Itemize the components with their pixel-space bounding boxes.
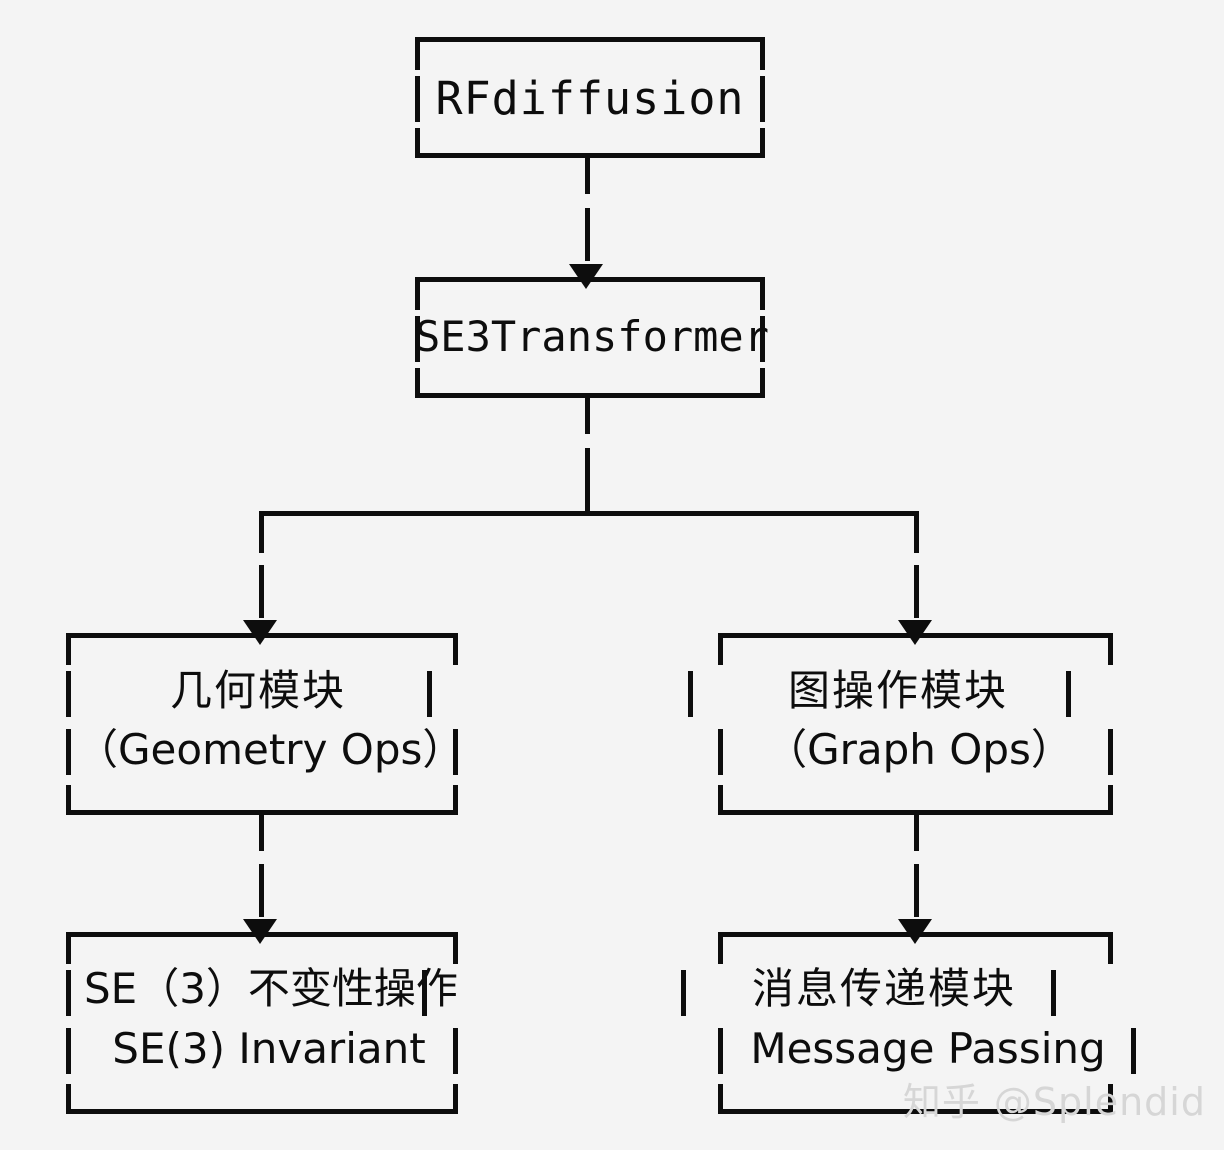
edge-arrowhead-icon [898,620,932,645]
node-geometry-ops-row1-pipe-left [66,671,71,717]
node-se3transformer-border-right-top [760,277,765,310]
node-se3-invariant-label-cn: SE（3）不变性操作 [84,964,458,1013]
node-geometry-ops-border-right-bottom [453,785,458,815]
node-se3-invariant-border-left-top [66,932,71,964]
node-se3-invariant-row1-pipe-right [422,970,427,1016]
edge-dash-1 [914,511,919,553]
edge-dash-1 [585,158,590,194]
node-graph-ops-row1-pipe-right [1066,671,1071,717]
edge-dash-1 [259,815,264,851]
node-geometry-ops-border-top [66,633,458,638]
node-rfdiffusion-border-left-top [415,37,420,70]
node-geometry-ops-label-cn: 几何模块 [169,666,346,715]
node-message-passing-border-right-bottom [1108,1084,1113,1114]
node-rfdiffusion-row-pipe-left [415,76,420,122]
edge-arrowhead-icon [898,919,932,944]
node-se3transformer-border-bottom [415,393,765,398]
node-se3transformer-row-pipe-left [415,316,420,362]
edge-dash-2 [914,864,919,917]
node-se3transformer-border-left-bottom [415,368,420,398]
node-geometry-ops-border-left-bottom [66,785,71,815]
node-graph-ops-row2-pipe-right [1108,729,1113,775]
edge-arrowhead-icon [569,264,603,289]
node-message-passing-label-en: Message Passing [750,1024,1106,1073]
edge-arrowhead-icon [243,919,277,944]
node-graph-ops-border-bottom [718,810,1113,815]
node-graph-ops-row1-pipe-left [688,671,693,717]
node-message-passing-row2-pipe-right [1131,1028,1136,1074]
node-message-passing-row1-pipe-left [681,970,686,1016]
node-rfdiffusion-border-left-bottom [415,128,420,158]
edge-dash-2 [259,565,264,618]
node-se3-invariant-border-right-top [453,932,458,964]
node-message-passing-border-bottom [718,1109,1113,1114]
edge-dash-2 [914,565,919,618]
edge-branch-bar [259,511,919,516]
node-rfdiffusion-border-bottom [415,153,765,158]
node-se3transformer-label: SE3Transformer [415,312,770,361]
node-rfdiffusion-border-right-bottom [760,128,765,158]
node-se3transformer-border-right-bottom [760,368,765,398]
node-geometry-ops-row2-pipe-left [66,729,71,775]
node-message-passing-label-cn: 消息传递模块 [751,964,1016,1013]
node-geometry-ops-border-left-top [66,633,71,665]
node-graph-ops-border-left-bottom [718,785,723,815]
node-geometry-ops-label-en: （Geometry Ops） [76,725,465,774]
node-message-passing-row2-pipe-left [718,1028,723,1074]
node-se3-invariant-label-en: SE(3) Invariant [112,1024,426,1073]
node-message-passing-border-top [718,932,1113,937]
node-message-passing-row1-pipe-right [1051,970,1056,1016]
node-message-passing-border-left-bottom [718,1084,723,1114]
node-message-passing-border-left-top [718,932,723,964]
node-se3transformer-row-pipe-right [760,316,765,362]
node-graph-ops-border-top [718,633,1113,638]
node-geometry-ops-border-bottom [66,810,458,815]
node-geometry-ops-row1-pipe-right [427,671,432,717]
node-graph-ops-border-left-top [718,633,723,665]
edge-arrowhead-icon [243,620,277,645]
node-se3-invariant-border-top [66,932,458,937]
node-geometry-ops-row2-pipe-right [453,729,458,775]
node-se3transformer-border-left-top [415,277,420,310]
edge-dash-1 [914,815,919,851]
edge-dash-2 [585,448,590,514]
edge-dash-2 [585,208,590,261]
node-se3-invariant-border-right-bottom [453,1084,458,1114]
node-rfdiffusion-border-top [415,37,765,42]
node-rfdiffusion-row-pipe-right [760,76,765,122]
node-se3-invariant-row1-pipe-left [66,970,71,1016]
node-message-passing-border-right-top [1108,932,1113,964]
node-se3transformer-border-top [415,277,765,282]
edge-dash-2 [259,864,264,917]
node-se3-invariant-border-left-bottom [66,1084,71,1114]
edge-dash-1 [585,398,590,434]
node-graph-ops-border-right-top [1108,633,1113,665]
node-se3-invariant-row2-pipe-left [66,1028,71,1074]
watermark: 知乎 @Splendid [902,1080,1206,1124]
node-rfdiffusion-label: RFdiffusion [435,72,745,125]
node-geometry-ops-border-right-top [453,633,458,665]
node-graph-ops-border-right-bottom [1108,785,1113,815]
node-se3-invariant-border-bottom [66,1109,458,1114]
node-se3-invariant-row2-pipe-right [453,1028,458,1074]
node-rfdiffusion-border-right-top [760,37,765,70]
node-graph-ops-label-en: （Graph Ops） [765,725,1073,774]
node-graph-ops-row2-pipe-left [718,729,723,775]
edge-dash-1 [259,511,264,553]
node-graph-ops-label-cn: 图操作模块 [787,666,1008,715]
